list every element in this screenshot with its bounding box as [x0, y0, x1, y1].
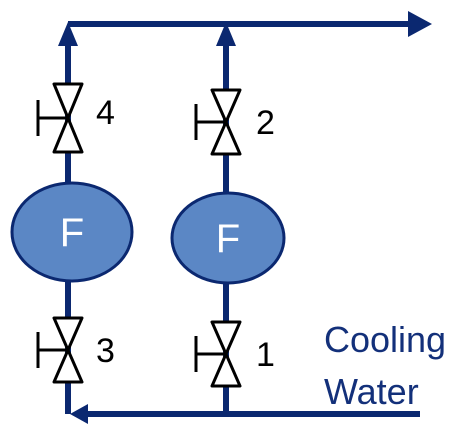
flow-arrow-right-branch-up-icon — [216, 22, 236, 46]
filter-right-shape — [170, 191, 286, 285]
valve-3-label: 3 — [96, 332, 115, 370]
valve-3: 3 — [36, 316, 115, 384]
flow-arrow-left-branch-up-icon — [58, 22, 78, 46]
filter-right: F — [170, 191, 286, 285]
filter-left-label: F — [60, 211, 84, 255]
valve-1-label: 1 — [256, 336, 275, 374]
valve-2: 2 — [194, 88, 275, 156]
cooling-water-line-2: Water — [324, 371, 419, 412]
filter-left-shape — [10, 181, 134, 283]
filter-left: F — [10, 181, 134, 283]
valve-1: 1 — [194, 320, 275, 388]
flow-arrow-right-icon — [408, 11, 432, 37]
valve-2-label: 2 — [256, 104, 275, 142]
cooling-water-label: Cooling Water — [324, 319, 446, 412]
filter-right-label: F — [216, 217, 240, 261]
valve-4-label: 4 — [96, 94, 115, 132]
flow-arrows — [58, 11, 432, 424]
valve-4: 4 — [36, 82, 115, 154]
flow-arrow-left-icon — [70, 404, 88, 424]
cooling-water-line-1: Cooling — [324, 319, 446, 360]
